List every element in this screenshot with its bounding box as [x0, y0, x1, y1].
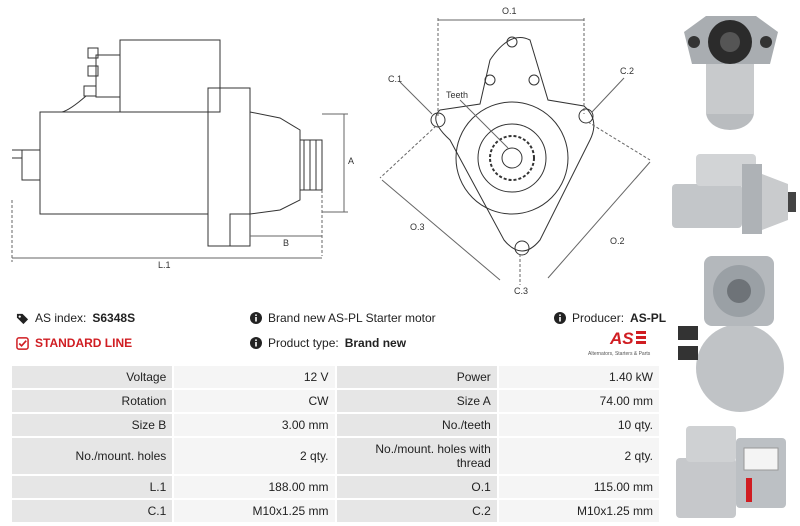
- product-type-value: Brand new: [344, 336, 407, 350]
- spec-label: Rotation: [9, 388, 175, 414]
- dim-a-label: A: [348, 156, 354, 166]
- spec-value: CW: [172, 388, 337, 414]
- product-photo-gallery: [662, 0, 800, 526]
- spec-value: 12 V: [172, 364, 337, 390]
- spec-label: No./mount. holes with thread: [334, 436, 499, 476]
- teeth-label: Teeth: [446, 90, 468, 100]
- spec-label: Size A: [334, 388, 499, 414]
- checkbox-checked-icon: [16, 336, 29, 350]
- dim-c2-label: C.2: [620, 66, 634, 76]
- spec-label: Size B: [9, 412, 175, 438]
- spec-label: No./mount. holes: [9, 436, 175, 476]
- description-row: Brand new AS-PL Starter motor: [250, 311, 436, 325]
- producer-row: Producer: AS-PL: [554, 311, 666, 325]
- dim-c3-label: C.3: [514, 286, 528, 296]
- product-info: AS index: S6348S Brand new AS-PL Starter…: [12, 308, 666, 358]
- spec-label: C.1: [9, 498, 175, 524]
- dim-c1-label: C.1: [388, 74, 402, 84]
- flange-outline: [435, 37, 595, 252]
- spec-value: 10 qty.: [496, 412, 662, 438]
- producer-label: Producer:: [572, 311, 625, 325]
- spec-value: 1.40 kW: [496, 364, 662, 390]
- dim-b-label: B: [283, 238, 289, 248]
- product-type-label: Product type:: [268, 336, 339, 350]
- spec-value: 2 qty.: [496, 436, 662, 476]
- info-circle-icon: [554, 312, 566, 324]
- as-index-value: S6348S: [92, 311, 136, 325]
- standard-line-badge: STANDARD LINE: [35, 336, 133, 350]
- as-index-row: AS index: S6348S: [16, 311, 135, 325]
- producer-value: AS-PL: [630, 311, 667, 325]
- spec-value: 115.00 mm: [496, 474, 662, 500]
- spec-value: 74.00 mm: [496, 388, 662, 414]
- spec-label: No./teeth: [334, 412, 499, 438]
- spec-label: O.1: [334, 474, 499, 500]
- motor-body-outline: [39, 111, 209, 215]
- spec-value: M10x1.25 mm: [172, 498, 337, 524]
- technical-drawing: A B L.1 O.1 O.2 O.3 C.1 C.2 C.3 Teeth: [11, 6, 651, 296]
- standard-line-row: STANDARD LINE: [16, 336, 132, 350]
- product-photo-side[interactable]: [666, 144, 798, 240]
- spec-value: 2 qty.: [172, 436, 337, 476]
- solenoid-outline: [119, 39, 221, 113]
- spec-label: C.2: [334, 498, 499, 524]
- dim-o2-label: O.2: [610, 236, 625, 246]
- spec-value: 3.00 mm: [172, 412, 337, 438]
- spec-label: L.1: [9, 474, 175, 500]
- info-circle-icon: [250, 312, 262, 324]
- product-photo-front[interactable]: [666, 2, 798, 138]
- dim-o3-label: O.3: [410, 222, 425, 232]
- product-photo-packaged[interactable]: [666, 418, 798, 524]
- logo-mark: AS: [609, 329, 634, 348]
- tags-icon: [16, 313, 29, 324]
- product-description: Brand new AS-PL Starter motor: [268, 311, 436, 325]
- spec-label: Voltage: [9, 364, 175, 390]
- spec-label: Power: [334, 364, 499, 390]
- pinion-teeth-drawing: [489, 135, 535, 181]
- product-photo-rear[interactable]: [666, 246, 798, 414]
- spec-value: 188.00 mm: [172, 474, 337, 500]
- as-index-label: AS index:: [35, 311, 87, 325]
- spec-value: M10x1.25 mm: [496, 498, 662, 524]
- dim-l1-label: L.1: [158, 260, 171, 270]
- as-pl-logo: AS Alternators, Starters & Parts: [588, 329, 651, 357]
- logo-tagline: Alternators, Starters & Parts: [588, 351, 651, 357]
- info-circle-icon: [250, 337, 262, 349]
- product-type-row: Product type: Brand new: [250, 336, 406, 350]
- dim-o1-label: O.1: [502, 6, 517, 16]
